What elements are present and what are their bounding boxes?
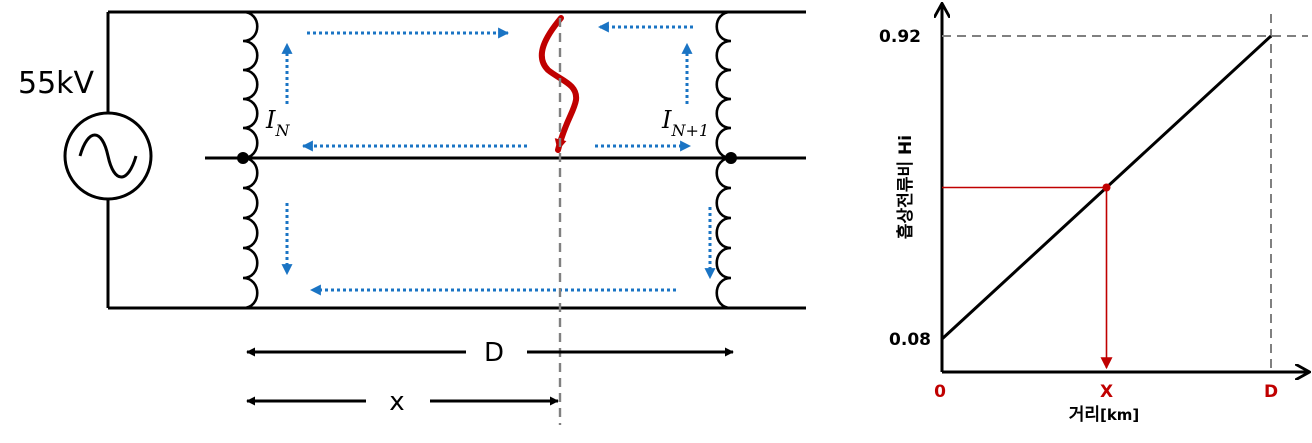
readout-point <box>1102 183 1111 192</box>
current-left-label: IN <box>265 106 290 140</box>
coil-right-lower <box>715 156 732 310</box>
hi-ratio-chart: 0.08 0.92 0 X D 흡상전류비 Hi 거리[km] <box>879 5 1308 425</box>
dimension-partial-label: x <box>389 387 404 417</box>
y-tick-label-high: 0.92 <box>879 27 921 47</box>
junction-dot-left <box>237 152 249 164</box>
source-voltage-label: 55kV <box>18 66 95 101</box>
x-tick-label-fault: X <box>1100 382 1113 402</box>
coil-right <box>715 10 732 310</box>
x-axis-title: 거리[km] <box>1069 405 1140 425</box>
coil-left <box>242 10 259 310</box>
dimension-partial: x <box>246 387 559 417</box>
x-tick-label-origin: 0 <box>934 382 946 402</box>
circuit-diagram: 55kV IN <box>18 10 806 425</box>
coil-left-lower <box>242 156 259 310</box>
dimension-total: D <box>246 338 734 368</box>
fault-lightning-icon <box>538 15 580 153</box>
ac-wave-icon <box>78 133 138 179</box>
coil-right-upper <box>715 10 732 160</box>
junction-dot-right <box>725 152 737 164</box>
coil-left-upper <box>242 10 259 160</box>
current-right-label: IN+1 <box>661 106 709 140</box>
y-axis-title: 흡상전류비 Hi <box>895 135 916 239</box>
ac-source <box>63 111 153 201</box>
y-tick-label-low: 0.08 <box>889 330 931 350</box>
current-flow-arrows <box>281 21 716 296</box>
x-tick-label-end: D <box>1264 382 1278 402</box>
dimension-total-label: D <box>484 338 504 368</box>
